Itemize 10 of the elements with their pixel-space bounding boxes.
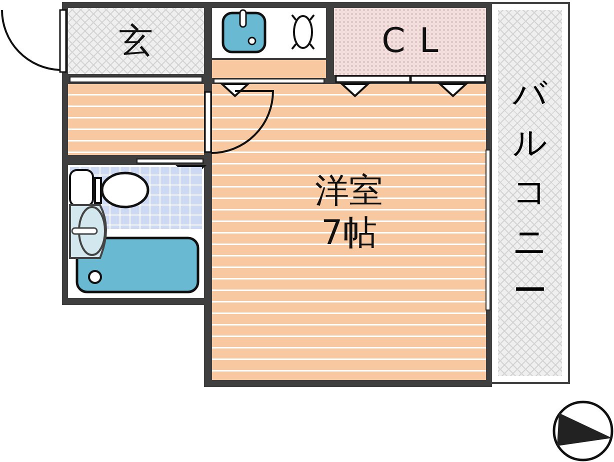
room-label: 洋室 [315, 170, 383, 212]
room-label: CL [382, 20, 452, 63]
western-room [212, 84, 486, 380]
balcony [498, 10, 562, 376]
room-label: 玄 [119, 20, 153, 62]
hallway [68, 84, 204, 155]
entrance-room [68, 8, 204, 74]
room-label: 7帖 [321, 212, 377, 254]
closet [334, 8, 486, 75]
room-label: バルコニー [512, 72, 548, 313]
